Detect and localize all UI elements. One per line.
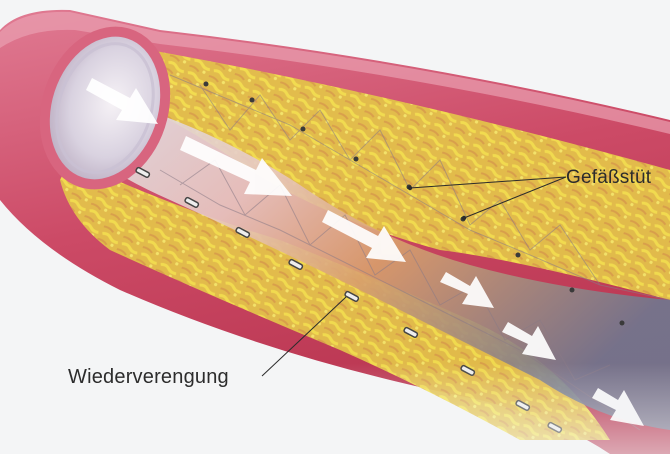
stent-pointer-dot bbox=[408, 186, 412, 190]
restenosis-label: Wiederverengung bbox=[68, 366, 229, 389]
stent-pointer-dot bbox=[462, 216, 466, 220]
stent-label: Gefäßstüt bbox=[566, 167, 651, 189]
